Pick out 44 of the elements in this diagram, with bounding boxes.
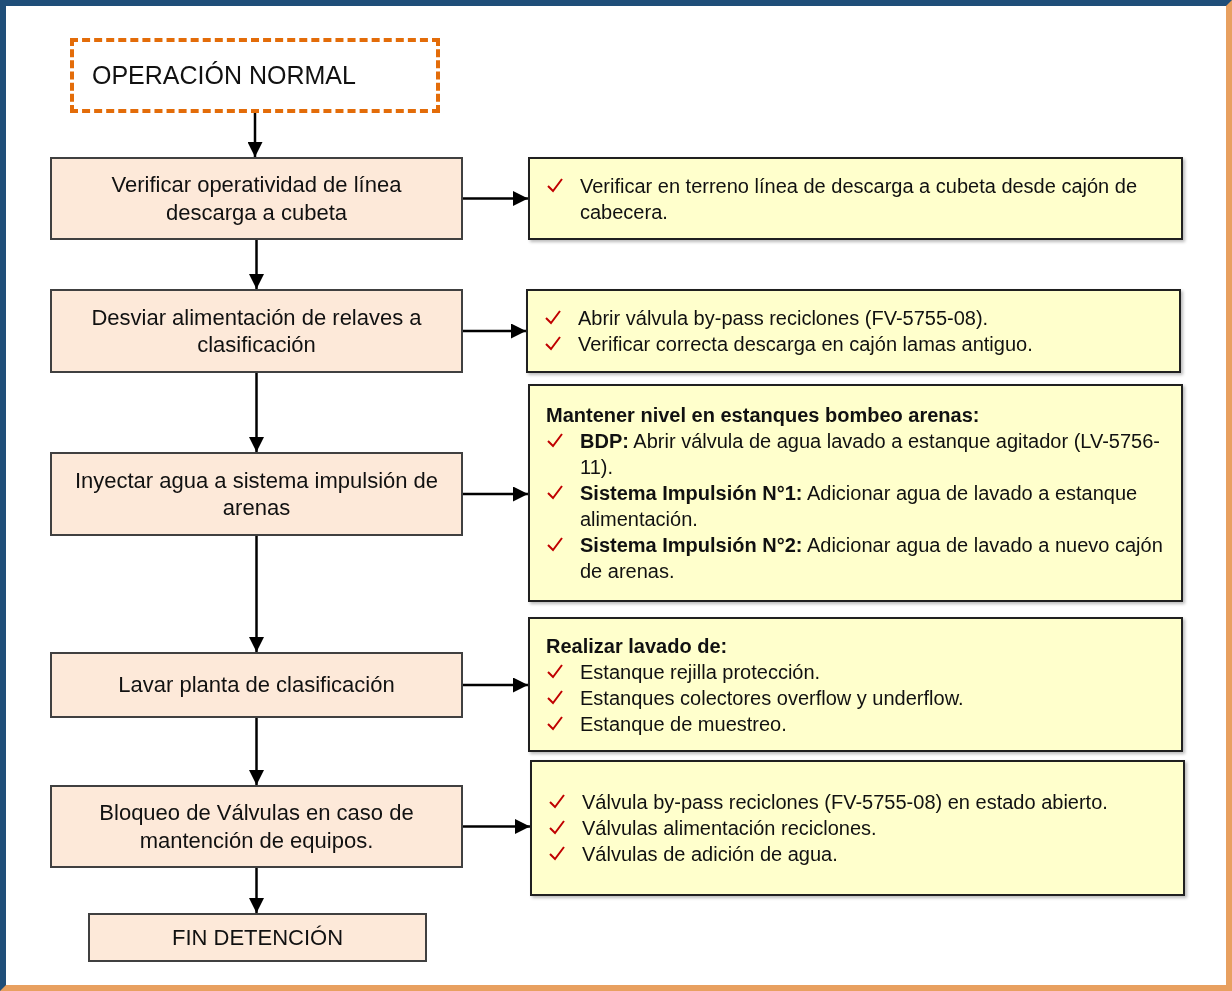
checklist-item: Sistema Impulsión N°1: Adicionar agua de lavado a estanque alimentación. — [580, 481, 1139, 532]
process-box — [50, 785, 463, 868]
checklist-item: Válvula by-pass reciclones (FV-5755-08) en estado abierto. — [582, 790, 1108, 815]
arrow — [463, 677, 528, 693]
checklist-item: Estanque rejilla protección. — [580, 659, 821, 685]
end-box — [88, 913, 427, 962]
process-box — [50, 652, 463, 718]
arrow — [249, 373, 264, 452]
checklist-box — [528, 617, 1183, 752]
checklist-item: Abrir válvula by-pass reciclones (FV-5755-08). — [578, 306, 989, 331]
start-label: OPERACIÓN NORMAL — [92, 61, 356, 90]
checklist-item: Verificar en terreno línea de descarga a cubeta desde cajón de cabecera. — [580, 173, 1139, 225]
checklist-item: Sistema Impulsión N°2: Adicionar agua de lavado a nuevo cajón de arenas. — [580, 533, 1164, 584]
arrow — [247, 113, 263, 157]
step-label: Desviar alimentación de relaves a clasificación — [90, 303, 423, 359]
checklist-box — [530, 760, 1185, 896]
checklist-item: Verificar correcta descarga en cajón lamas antiguo. — [578, 332, 1033, 357]
checklist-item: Estanques colectores overflow y underflow. — [580, 685, 964, 711]
arrow — [249, 536, 264, 652]
step-label: Lavar planta de clasificación — [118, 671, 395, 699]
checklist-box — [528, 157, 1183, 240]
list-heading: Realizar lavado de: — [546, 633, 729, 659]
arrow — [249, 718, 264, 785]
arrow — [463, 191, 528, 206]
arrow — [463, 819, 530, 834]
list-heading: Mantener nivel en estanques bombeo arenas: — [546, 403, 981, 428]
arrow — [249, 240, 264, 289]
arrow — [463, 486, 528, 502]
checklist-item: BDP: Abrir válvula de agua lavado a estanque agitador (LV-5756-11). — [580, 429, 1161, 480]
process-box — [50, 452, 463, 536]
start-box — [70, 38, 440, 113]
checklist-item: Válvulas de adición de agua. — [582, 842, 838, 867]
step-label: Inyectar agua a sistema impulsión de arenas — [73, 466, 440, 522]
step-label: FIN DETENCIÓN — [171, 923, 344, 952]
arrow — [249, 868, 264, 913]
checklist-item: Válvulas alimentación reciclones. — [582, 816, 877, 841]
checklist-box — [526, 289, 1181, 373]
checklist-box — [528, 384, 1183, 602]
step-label: Verificar operatividad de línea descarga a cubeta — [110, 171, 403, 226]
process-box — [50, 157, 463, 240]
arrow — [463, 323, 526, 339]
process-box — [50, 289, 463, 373]
checklist-item: Estanque de muestreo. — [580, 711, 787, 737]
step-label: Bloqueo de Válvulas en caso de mantención de equipos. — [98, 799, 415, 854]
